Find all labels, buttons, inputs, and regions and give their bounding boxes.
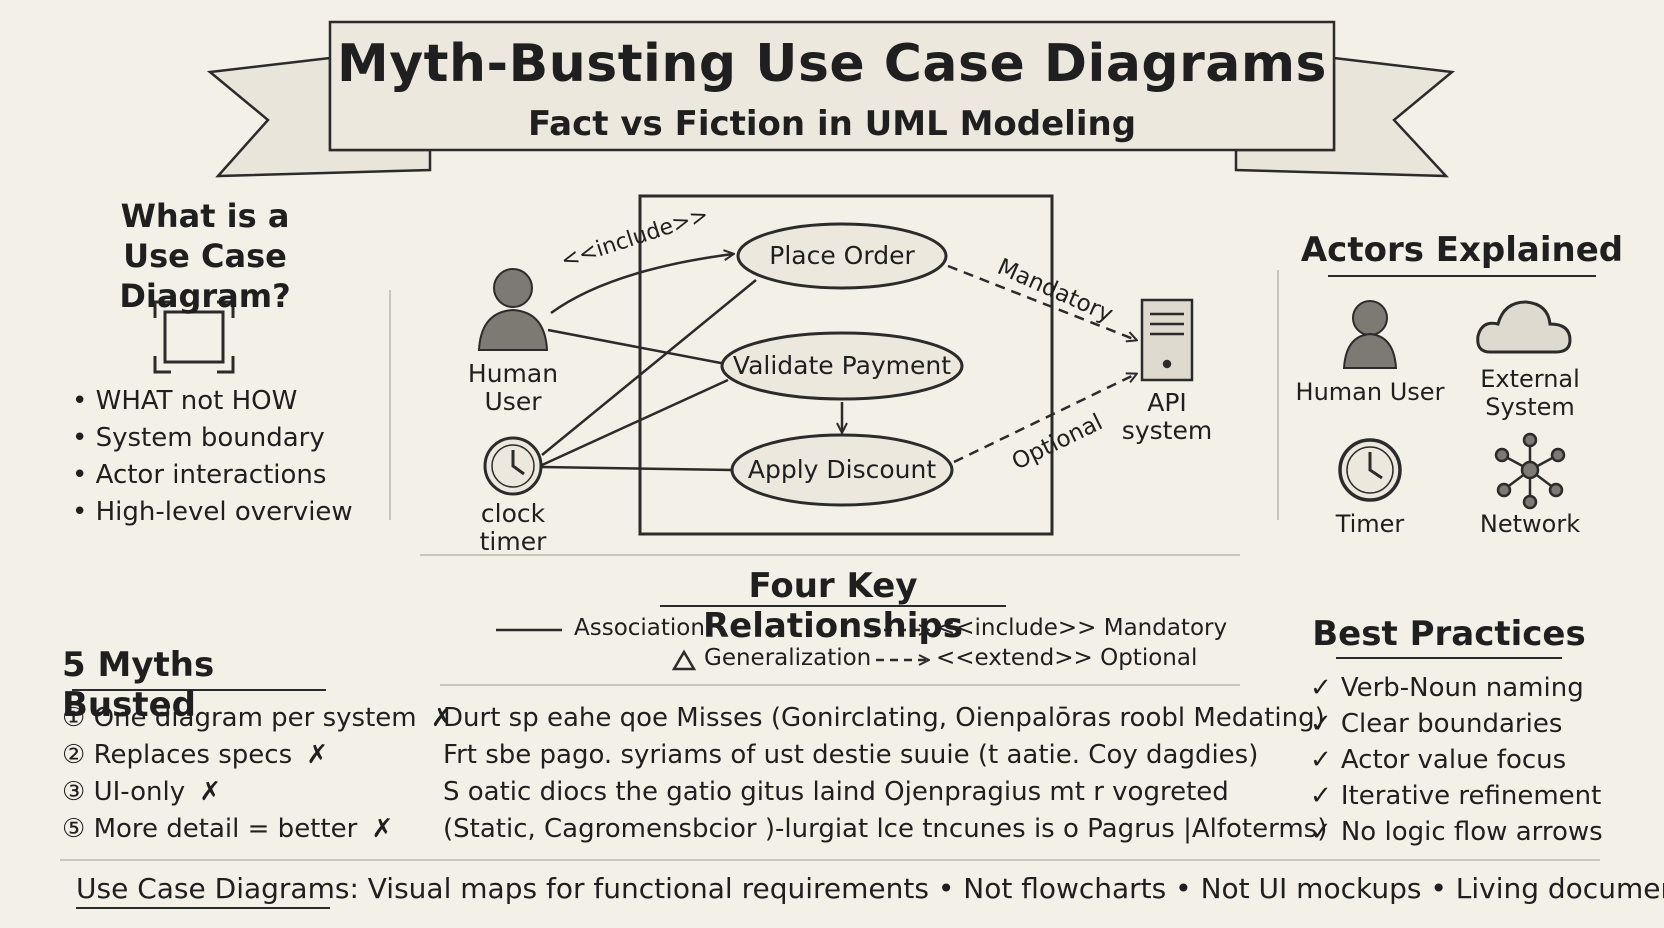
intro-bullet: Actor interactions <box>72 457 353 494</box>
myth-number: ② <box>62 740 86 770</box>
myth-text: One diagram per system <box>93 703 417 733</box>
api-system-label: API system <box>1117 389 1217 445</box>
best-practice-item: No logic flow arrows <box>1310 814 1603 850</box>
clock-timer-label: clock timer <box>463 500 563 556</box>
intro-bullet: System boundary <box>72 420 353 457</box>
api-system-label-line2: system <box>1121 416 1213 445</box>
actor-external-system-label: External System <box>1450 365 1610 421</box>
intro-title-line1: What is a <box>120 197 290 235</box>
cross-icon: ✗ <box>430 703 453 733</box>
human-user-label: Human User <box>463 360 563 416</box>
use-case-place-order: Place Order <box>769 241 915 270</box>
relationships-title: Four Key Relationships <box>703 566 963 646</box>
banner-body <box>328 20 1336 152</box>
best-practices-list: Verb-Noun naming Clear boundaries Actor … <box>1310 670 1603 850</box>
myth-number: ⑤ <box>62 814 86 844</box>
best-practice-item: Clear boundaries <box>1310 706 1603 742</box>
page-title: Myth-Busting Use Case Diagrams <box>336 34 1328 94</box>
relationship-association: Association <box>574 615 705 641</box>
myth-item: ② Replaces specs ✗ <box>62 737 328 773</box>
assoc-human-place-order <box>550 254 733 315</box>
actors-explained-title: Actors Explained <box>1300 230 1624 270</box>
fact-line: (Static, Cagromensbcior )-lurgiat lce tn… <box>443 814 1328 844</box>
myth-number: ① <box>62 703 86 733</box>
myths-title: 5 Myths Busted <box>62 645 215 725</box>
clock-timer-actor-icon <box>483 436 543 496</box>
fact-line: Frt sbe pago. syriams of ust destie suui… <box>443 740 1259 770</box>
myth-item: ⑤ More detail = better ✗ <box>62 811 393 847</box>
myth-item: ③ UI-only ✗ <box>62 774 221 810</box>
myth-number: ③ <box>62 777 86 807</box>
fact-line: S oatic diocs the gatio gitus laind Ojen… <box>443 777 1229 807</box>
clock-timer-label-line2: timer <box>479 527 547 556</box>
actor-human-user-label-line1: Human User <box>1295 378 1445 406</box>
actor-timer-label-line1: Timer <box>1335 510 1405 538</box>
myth-item: ① One diagram per system ✗ <box>62 700 453 736</box>
footer-summary: Use Case Diagrams: Visual maps for funct… <box>76 872 1664 905</box>
page-subtitle: Fact vs Fiction in UML Modeling <box>527 104 1137 144</box>
human-user-actor-icon <box>477 268 549 351</box>
use-case-validate-payment-shape <box>720 331 964 401</box>
actor-timer-label: Timer <box>1290 510 1450 538</box>
clock-timer-label-line1: clock <box>480 499 546 528</box>
system-boundary <box>638 194 1054 536</box>
actor-human-user-label: Human User <box>1290 378 1450 406</box>
intro-bullet: WHAT not HOW <box>72 383 353 420</box>
myth-text: More detail = better <box>93 814 358 844</box>
api-system-label-line1: API <box>1147 388 1187 417</box>
best-practice-item: Iterative refinement <box>1310 778 1603 814</box>
clock-icon <box>1338 438 1402 502</box>
intro-bullet: High-level overview <box>72 494 353 531</box>
cross-icon: ✗ <box>306 740 329 770</box>
actor-external-system-label-line2: System <box>1485 393 1575 421</box>
cross-icon: ✗ <box>371 814 394 844</box>
assoc-clock-place-order <box>541 279 757 456</box>
frame-icon <box>153 300 235 374</box>
network-icon <box>1494 432 1566 510</box>
relationship-extend: <<extend>> Optional <box>936 645 1198 671</box>
intro-title: What is a Use Case Diagram? <box>40 196 370 316</box>
myth-text: UI-only <box>93 777 186 807</box>
title-banner <box>206 20 1456 178</box>
use-case-apply-discount-shape <box>730 433 954 507</box>
assoc-clock-discount <box>541 465 733 472</box>
use-case-apply-discount: Apply Discount <box>747 455 937 484</box>
api-server-icon <box>1140 298 1194 382</box>
cloud-icon <box>1476 300 1572 354</box>
use-case-validate-payment: Validate Payment <box>732 351 952 380</box>
myth-text: Replaces specs <box>93 740 293 770</box>
human-user-label-line1: Human <box>467 359 559 388</box>
intro-title-line2: Use Case Diagram? <box>119 237 291 315</box>
actor-external-system-label-line1: External <box>1480 365 1580 393</box>
actor-network-label-line1: Network <box>1479 510 1581 538</box>
human-user-label-line2: User <box>484 387 542 416</box>
assoc-human-validate <box>547 328 727 366</box>
relationship-generalization: Generalization <box>704 645 872 671</box>
assoc-clock-validate <box>541 378 729 467</box>
best-practice-item: Actor value focus <box>1310 742 1603 778</box>
cross-icon: ✗ <box>199 777 222 807</box>
best-practice-item: Verb-Noun naming <box>1310 670 1603 706</box>
person-icon <box>1342 300 1398 369</box>
best-practices-title: Best Practices <box>1312 614 1586 654</box>
relationship-include: <<include>> Mandatory <box>936 615 1228 641</box>
fact-line: Durt sp eahe qoe Misses (Gonirclating, O… <box>443 703 1325 733</box>
intro-bullet-list: WHAT not HOW System boundary Actor inter… <box>72 383 353 531</box>
use-case-place-order-shape <box>736 222 948 290</box>
legend-generalization-triangle <box>671 649 697 671</box>
actor-network-label: Network <box>1450 510 1610 538</box>
